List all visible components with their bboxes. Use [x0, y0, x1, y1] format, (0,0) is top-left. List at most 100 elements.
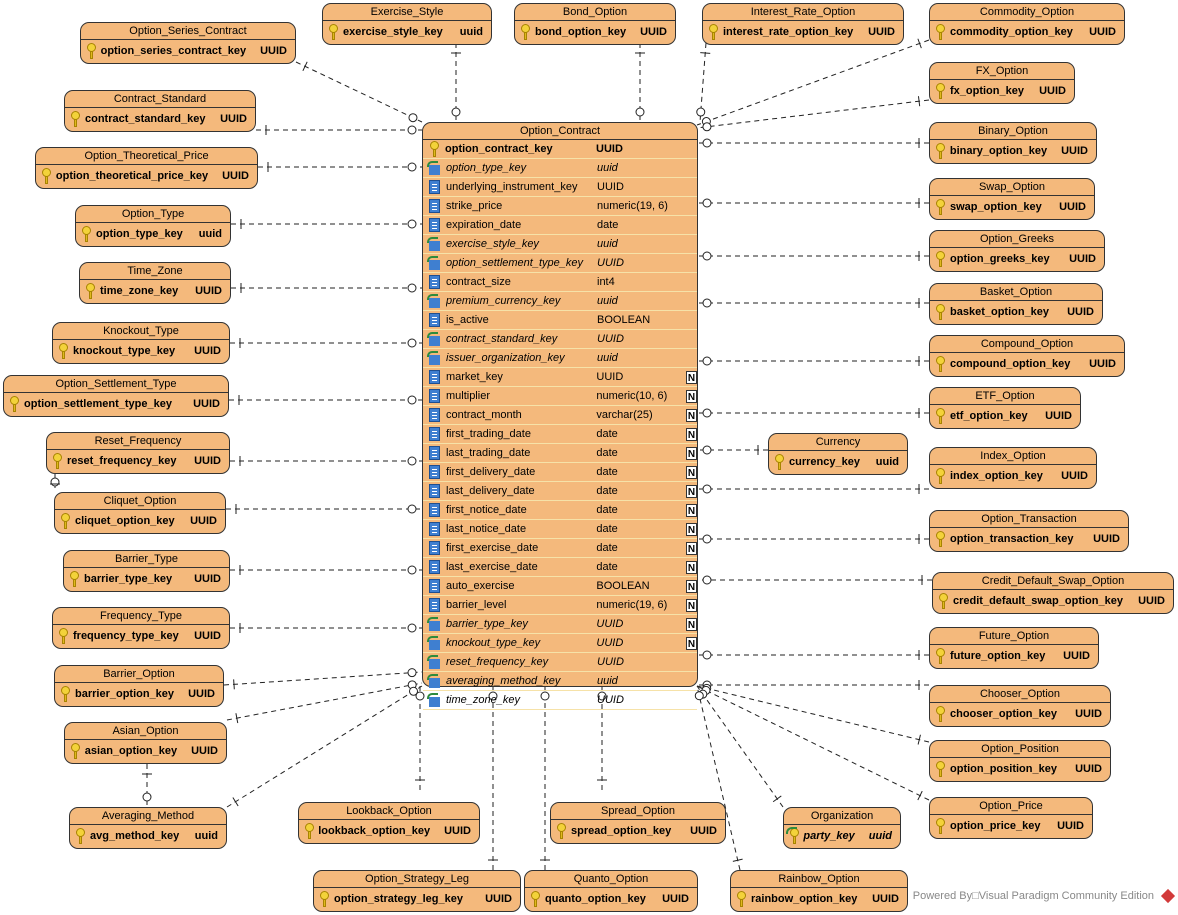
entity-option-transaction[interactable]: Option_Transaction option_transaction_ke… — [929, 510, 1129, 552]
entity-option-theoretical-price[interactable]: Option_Theoretical_Price option_theoreti… — [35, 147, 258, 189]
entity-credit-default-swap-option[interactable]: Credit_Default_Swap_Option credit_defaul… — [932, 572, 1174, 614]
entity-option-settlement-type[interactable]: Option_Settlement_Type option_settlement… — [3, 375, 229, 417]
entity-option-series-contract[interactable]: Option_Series_Contract option_series_con… — [80, 22, 296, 64]
entity-option-strategy-leg[interactable]: Option_Strategy_Leg option_strategy_leg_… — [313, 870, 521, 912]
entity-interest-rate-option[interactable]: Interest_Rate_Option interest_rate_optio… — [702, 3, 904, 45]
